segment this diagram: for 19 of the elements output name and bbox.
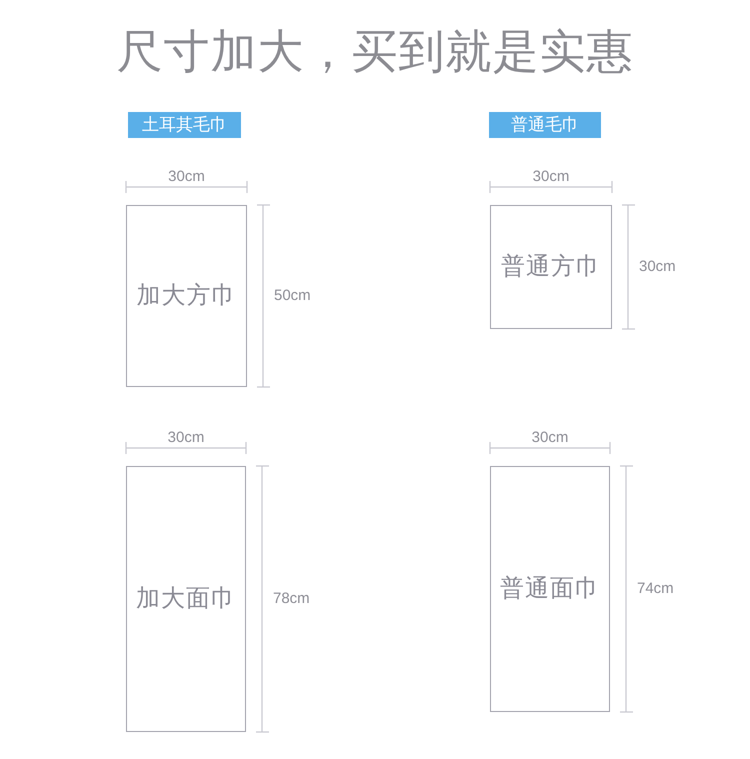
towel-name: 普通方巾 (501, 253, 601, 281)
towel-name: 加大面巾 (136, 585, 236, 613)
dimension-label: 50cm (274, 287, 311, 305)
towel-outline (490, 205, 612, 329)
towel-name: 普通面巾 (500, 575, 600, 603)
towel-outline (490, 466, 610, 712)
dimension-label: 30cm (530, 429, 570, 447)
towel-outline (126, 205, 247, 387)
towel-outline (126, 466, 246, 732)
dimension-label: 78cm (273, 590, 310, 608)
category-tag: 普通毛巾 (489, 112, 601, 138)
towel-name: 加大方巾 (136, 282, 236, 310)
dimension-label: 30cm (166, 429, 206, 447)
title: 尺寸加大，买到就是实惠 (116, 24, 634, 78)
dimension-label: 30cm (167, 168, 206, 186)
category-tag: 土耳其毛巾 (128, 112, 241, 138)
dimension-label: 30cm (532, 168, 570, 186)
dimension-label: 30cm (639, 258, 676, 276)
dimension-label: 74cm (637, 580, 674, 598)
